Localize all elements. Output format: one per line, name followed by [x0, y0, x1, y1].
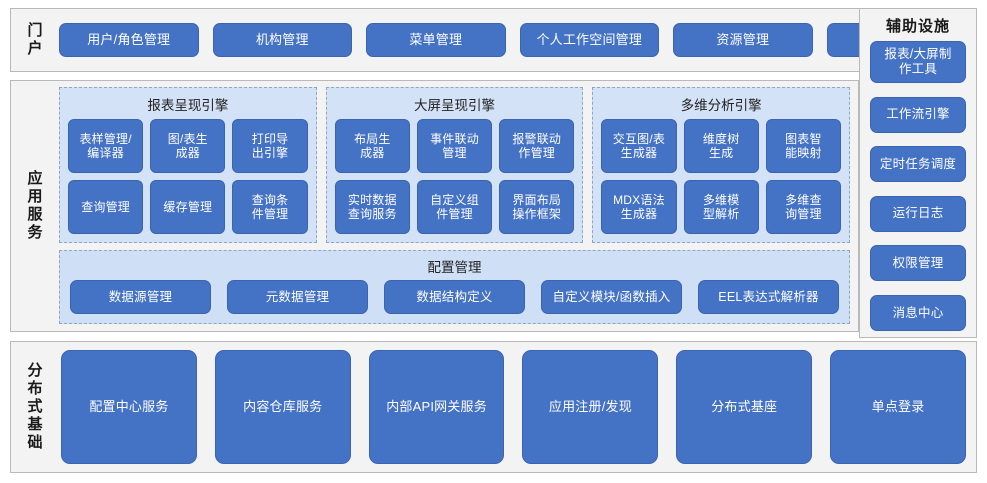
- base-item-distributed-foundation[interactable]: 分布式基座: [676, 350, 813, 464]
- olap-item-interactive-chart-table-generator[interactable]: 交互图/表 生成器: [601, 119, 677, 173]
- portal-item-menu-management[interactable]: 菜单管理: [366, 23, 506, 57]
- panel-report-rendering-engine: 报表呈现引擎 表样管理/ 编译器 图/表生 成器 打印导 出引擎 查询管理 缓存…: [59, 87, 317, 243]
- auxiliary-facilities-section: 辅助设施 报表/大屏制 作工具 工作流引擎 定时任务调度 运行日志 权限管理 消…: [859, 8, 977, 338]
- portal-section-label: 门户: [25, 22, 43, 58]
- report-item-cache-management[interactable]: 缓存管理: [150, 180, 226, 234]
- report-item-template-management-compiler[interactable]: 表样管理/ 编译器: [68, 119, 144, 173]
- base-item-content-repository-service[interactable]: 内容仓库服务: [214, 350, 351, 464]
- config-item-eel-expression-parser[interactable]: EEL表达式解析器: [698, 280, 839, 314]
- portal-item-user-role-management[interactable]: 用户/角色管理: [59, 23, 199, 57]
- screen-item-alarm-linkage-action-management[interactable]: 报警联动 作管理: [499, 119, 575, 173]
- portal-item-list: 用户/角色管理 机构管理 菜单管理 个人工作空间管理 资源管理 自助分析: [57, 9, 976, 71]
- aux-item-message-center[interactable]: 消息中心: [870, 294, 966, 331]
- application-services-label: 应用服务: [25, 170, 43, 242]
- panel-title-configuration-management: 配置管理: [427, 260, 482, 275]
- portal-row: 门户 用户/角色管理 机构管理 菜单管理 个人工作空间管理 资源管理 自助分析: [10, 8, 977, 72]
- aux-item-report-dashboard-authoring-tool[interactable]: 报表/大屏制 作工具: [870, 41, 966, 83]
- portal-item-organization-management[interactable]: 机构管理: [212, 23, 352, 57]
- panel-title-large-screen-rendering-engine: 大屏呈现引擎: [414, 98, 495, 113]
- distributed-base-item-list: 配置中心服务 内容仓库服务 内部API网关服务 应用注册/发现 分布式基座 单点…: [57, 342, 976, 472]
- screen-item-layout-generator[interactable]: 布局生 成器: [334, 119, 410, 173]
- screen-item-realtime-data-query-service[interactable]: 实时数据 查询服务: [334, 180, 410, 234]
- base-item-app-registration-discovery[interactable]: 应用注册/发现: [522, 350, 659, 464]
- panel-configuration-management: 配置管理 数据源管理 元数据管理 数据结构定义 自定义模块/函数插入 EEL表达…: [59, 250, 850, 324]
- portal-item-personal-workspace-management[interactable]: 个人工作空间管理: [519, 23, 659, 57]
- auxiliary-facilities-title: 辅助设施: [885, 18, 950, 35]
- panel-large-screen-rendering-engine: 大屏呈现引擎 布局生 成器 事件联动 管理 报警联动 作管理 实时数据 查询服务…: [325, 87, 584, 243]
- panel-multidimensional-analysis-engine: 多维分析引擎 交互图/表 生成器 维度树 生成 图表智 能映射 MDX语法 生成…: [592, 87, 851, 243]
- aux-item-scheduled-task-scheduling[interactable]: 定时任务调度: [870, 146, 966, 183]
- report-item-query-management[interactable]: 查询管理: [68, 180, 144, 234]
- panel-grid-large-screen-rendering-engine: 布局生 成器 事件联动 管理 报警联动 作管理 实时数据 查询服务 自定义组 件…: [334, 119, 575, 234]
- application-services-section: 应用服务 报表呈现引擎 表样管理/ 编译器 图/表生 成器 打印导 出引擎 查询…: [10, 80, 859, 332]
- portal-item-resource-management[interactable]: 资源管理: [673, 23, 813, 57]
- configuration-item-list: 数据源管理 元数据管理 数据结构定义 自定义模块/函数插入 EEL表达式解析器: [70, 279, 839, 315]
- olap-item-chart-smart-mapping[interactable]: 图表智 能映射: [765, 119, 842, 173]
- olap-item-dimension-tree-generation[interactable]: 维度树 生成: [683, 119, 759, 173]
- panel-grid-report-rendering-engine: 表样管理/ 编译器 图/表生 成器 打印导 出引擎 查询管理 缓存管理 查询条 …: [68, 119, 308, 234]
- panel-title-report-rendering-engine: 报表呈现引擎: [147, 98, 229, 113]
- base-item-single-sign-on[interactable]: 单点登录: [830, 350, 966, 464]
- panel-title-multidimensional-analysis-engine: 多维分析引擎: [680, 98, 762, 113]
- report-item-chart-table-generator[interactable]: 图/表生 成器: [150, 119, 226, 173]
- report-item-print-export-engine[interactable]: 打印导 出引擎: [232, 119, 308, 173]
- report-item-query-condition-management[interactable]: 查询条 件管理: [232, 180, 308, 234]
- screen-item-event-linkage-management[interactable]: 事件联动 管理: [416, 119, 493, 173]
- config-item-datasource-management[interactable]: 数据源管理: [70, 280, 211, 314]
- base-item-internal-api-gateway-service[interactable]: 内部API网关服务: [368, 350, 505, 464]
- application-services-body: 报表呈现引擎 表样管理/ 编译器 图/表生 成器 打印导 出引擎 查询管理 缓存…: [57, 81, 858, 331]
- auxiliary-item-list: 报表/大屏制 作工具 工作流引擎 定时任务调度 运行日志 权限管理 消息中心: [860, 41, 976, 331]
- portal-section: 门户 用户/角色管理 机构管理 菜单管理 个人工作空间管理 资源管理 自助分析: [10, 8, 977, 72]
- panel-grid-multidimensional-analysis-engine: 交互图/表 生成器 维度树 生成 图表智 能映射 MDX语法 生成器 多维模 型…: [601, 119, 842, 234]
- aux-item-runtime-log[interactable]: 运行日志: [870, 195, 966, 232]
- aux-item-workflow-engine[interactable]: 工作流引擎: [870, 96, 966, 133]
- distributed-base-label: 分布式基础: [25, 362, 43, 452]
- base-item-config-center-service[interactable]: 配置中心服务: [61, 350, 197, 464]
- engine-row: 报表呈现引擎 表样管理/ 编译器 图/表生 成器 打印导 出引擎 查询管理 缓存…: [59, 87, 851, 243]
- olap-item-multidimensional-query-management[interactable]: 多维查 询管理: [765, 180, 842, 234]
- olap-item-multidimensional-model-parsing[interactable]: 多维模 型解析: [683, 180, 759, 234]
- screen-item-ui-layout-operation-framework[interactable]: 界面布局 操作框架: [499, 180, 575, 234]
- aux-item-permission-management[interactable]: 权限管理: [870, 245, 966, 282]
- config-item-data-structure-definition[interactable]: 数据结构定义: [384, 280, 525, 314]
- config-item-custom-module-function-insertion[interactable]: 自定义模块/函数插入: [541, 280, 682, 314]
- config-item-metadata-management[interactable]: 元数据管理: [227, 280, 368, 314]
- distributed-base-section: 分布式基础 配置中心服务 内容仓库服务 内部API网关服务 应用注册/发现 分布…: [10, 341, 977, 473]
- olap-item-mdx-syntax-generator[interactable]: MDX语法 生成器: [601, 180, 677, 234]
- screen-item-custom-component-management[interactable]: 自定义组 件管理: [416, 180, 493, 234]
